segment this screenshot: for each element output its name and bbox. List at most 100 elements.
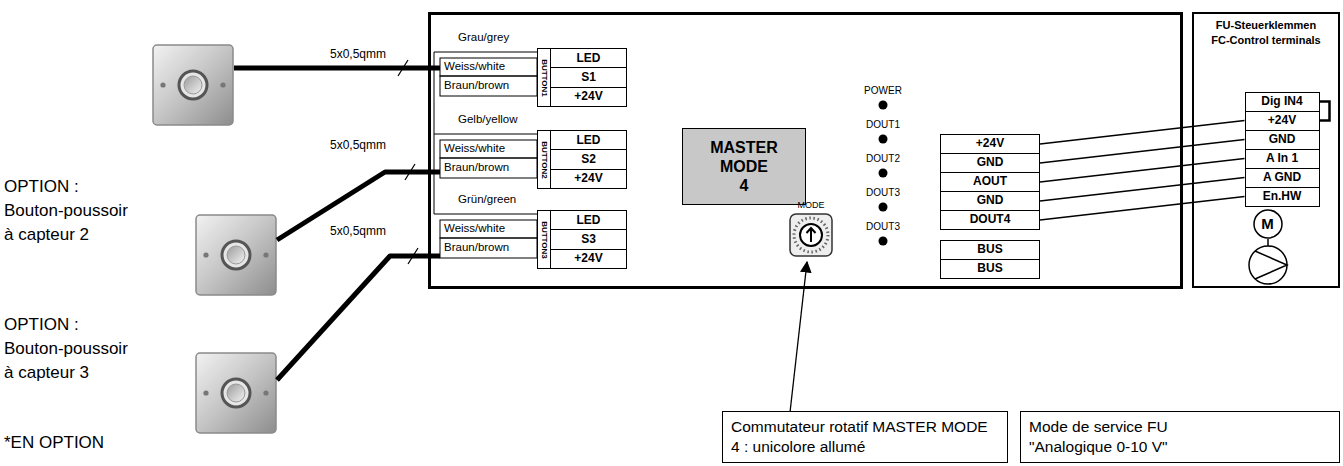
wire-color: Grün/green: [458, 193, 516, 207]
cable-tick: [405, 164, 415, 180]
terminal-label: LED: [577, 134, 601, 147]
led-label: DOUT1: [866, 119, 900, 131]
wire: [434, 134, 537, 135]
terminal: +24V: [550, 249, 627, 269]
signal-wire: [1040, 121, 1245, 145]
terminal: A GND: [1245, 168, 1320, 188]
terminal-label: LED: [577, 214, 601, 227]
led-label: POWER: [864, 85, 902, 97]
terminal-label: +24V: [574, 90, 602, 103]
terminal: DOUT4: [940, 210, 1040, 230]
signal-wire: [1040, 140, 1245, 164]
terminal-label: A In 1: [1266, 152, 1298, 165]
terminal-label: AOUT: [973, 175, 1007, 188]
switch-label: MODE: [798, 200, 825, 211]
terminal-block-label: BUTTON3: [540, 221, 548, 259]
terminal-label: BUS: [977, 262, 1002, 275]
push-button: [153, 45, 233, 125]
callout-text: Mode de service FU "Analogique 0-10 V": [1029, 417, 1239, 457]
push-button: [196, 353, 276, 433]
terminal-label: A GND: [1263, 171, 1301, 184]
cable-spec: 5x0,5qmm: [330, 47, 386, 61]
wire-color: Braun/brown: [444, 79, 509, 93]
wire-color: Weiss/white: [444, 60, 505, 74]
mode-label: MASTER MODE 4: [683, 138, 805, 196]
terminal: +24V: [1245, 111, 1320, 131]
terminal: S1: [550, 67, 627, 87]
terminal: LED: [550, 130, 627, 150]
terminal-label: En.HW: [1263, 190, 1302, 203]
rotary-switch: [790, 214, 832, 256]
cable-spec: 5x0,5qmm: [330, 224, 386, 238]
terminal: +24V: [550, 169, 627, 189]
terminal-label: +24V: [574, 252, 602, 265]
motor-symbol: M: [1253, 209, 1283, 239]
switch-scale: [794, 218, 828, 252]
terminal-label: LED: [577, 52, 601, 65]
status-led: [879, 203, 888, 212]
motor-outline: [1254, 210, 1282, 238]
wire: [434, 52, 537, 53]
pump-symbol: [1249, 246, 1287, 284]
box-heading: FC-Control terminals: [1211, 33, 1320, 48]
cable: [277, 172, 440, 240]
terminal: Dig IN4: [1245, 92, 1320, 112]
wire-cell: [440, 238, 537, 258]
terminal-label: +24V: [1268, 114, 1296, 127]
push-button: [196, 215, 276, 295]
wire-cell: [440, 220, 537, 238]
control-terminal-box: FU-SteuerklemmenFC-Control terminalsDig …: [1192, 12, 1340, 288]
terminal: +24V: [940, 134, 1040, 154]
signal-wire: [1040, 159, 1245, 183]
leader-arrow: [788, 262, 807, 430]
wire-color: Weiss/white: [444, 142, 505, 156]
terminal-label: GND: [977, 194, 1004, 207]
terminal: En.HW: [1245, 187, 1320, 207]
wire-color: Braun/brown: [444, 161, 509, 175]
terminal: S2: [550, 149, 627, 169]
terminal-label: GND: [1269, 133, 1296, 146]
wire-color: Gelb/yellow: [458, 113, 517, 127]
wire: [434, 52, 435, 214]
callout-box: Commutateur rotatif MASTER MODE 4 : unic…: [722, 411, 1008, 463]
terminal-label: S3: [581, 233, 596, 246]
terminal: +24V: [550, 87, 627, 107]
terminal: S3: [550, 229, 627, 249]
callout-box: Mode de service FU "Analogique 0-10 V": [1020, 411, 1340, 463]
terminal: BUS: [940, 259, 1040, 279]
switch-pointer: [807, 228, 816, 242]
cable: [277, 256, 440, 380]
terminal-block: BUTTON3 LED S3 +24V: [537, 210, 627, 269]
terminal-label: +24V: [976, 137, 1004, 150]
status-led: [879, 135, 888, 144]
signal-wire: [1040, 178, 1245, 202]
wire-color: Grau/grey: [458, 31, 509, 45]
terminal-block-label: BUTTON2: [540, 141, 548, 179]
status-led: [879, 101, 888, 110]
cable-tick: [398, 60, 408, 76]
terminal-label: +24V: [574, 172, 602, 185]
terminal: LED: [550, 210, 627, 230]
terminal-label: BUS: [977, 243, 1002, 256]
terminal: AOUT: [940, 172, 1040, 192]
signal-wire: [1040, 197, 1245, 221]
wire-cell: [440, 76, 537, 96]
wire-color: Weiss/white: [444, 222, 505, 236]
motor-label: M: [1261, 216, 1274, 231]
status-led: [879, 169, 888, 178]
terminal-block: BUTTON1LEDS1+24V: [537, 48, 627, 107]
status-led: [879, 237, 888, 246]
cable-tick: [408, 248, 418, 264]
led-label: DOUT3: [866, 187, 900, 199]
cable: [234, 66, 440, 71]
switch-knob: [800, 224, 822, 246]
mode-display: MASTER MODE 4: [682, 128, 806, 205]
terminal-label: DOUT4: [970, 213, 1011, 226]
cable-spec: 5x0,5qmm: [330, 138, 386, 152]
box-heading: FU-Steuerklemmen: [1216, 18, 1316, 33]
led-label: DOUT2: [866, 153, 900, 165]
wire: [434, 214, 537, 215]
terminal-label: Dig IN4: [1261, 95, 1302, 108]
